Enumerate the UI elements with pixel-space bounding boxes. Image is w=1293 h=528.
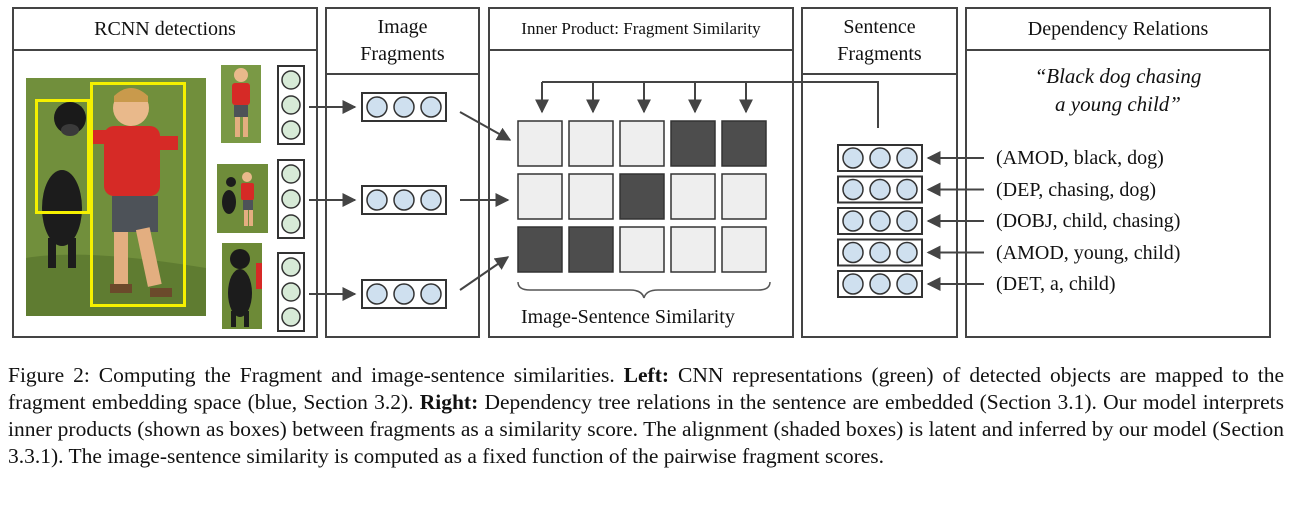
similarity-cell: [568, 226, 614, 273]
image-fragments-panel: Image Fragments: [325, 7, 480, 338]
similarity-cell: [721, 173, 767, 220]
inner-product-panel: Inner Product: Fragment Similarity: [488, 7, 794, 338]
caption-right-label: Right:: [419, 390, 479, 414]
similarity-cell: [517, 226, 563, 273]
crop-dog-thumbnail: [222, 243, 262, 329]
cnn-feature-column-2: [277, 159, 305, 239]
crop-full-thumbnail: [217, 164, 268, 233]
caption-left-label: Left:: [623, 363, 670, 387]
similarity-cell: [670, 120, 716, 167]
dependency-relation: (DET, a, child): [996, 273, 1116, 295]
similarity-cell: [619, 120, 665, 167]
dependency-relation: (DEP, chasing, dog): [996, 178, 1156, 201]
detection-photo: [26, 78, 206, 316]
crop-child-art: [232, 68, 250, 137]
crop-full-art: [222, 172, 254, 226]
sentence-fragment-vector: [837, 270, 923, 298]
sentence-fragment-vectors: [837, 144, 984, 298]
dependency-title: Dependency Relations: [967, 9, 1269, 51]
dependency-relation: (DOBJ, child, chasing): [996, 210, 1181, 232]
similarity-grid: [517, 120, 767, 273]
fragment-to-grid-arrow-3: [459, 256, 510, 291]
similarity-cell: [721, 120, 767, 167]
image-fragment-vector-3: [361, 279, 447, 309]
similarity-cell: [619, 226, 665, 273]
detection-box-dog: [35, 99, 90, 214]
crop-dog-art: [228, 249, 262, 327]
similarity-cell: [517, 120, 563, 167]
similarity-cell: [517, 173, 563, 220]
inner-product-title: Inner Product: Fragment Similarity: [490, 9, 792, 51]
cnn-feature-column-1: [277, 65, 305, 145]
similarity-cell: [619, 173, 665, 220]
image-sentence-similarity-label: Image-Sentence Similarity: [521, 306, 735, 328]
sentence-to-grid-connector: [542, 81, 879, 128]
crop-child-thumbnail: [221, 65, 261, 143]
photo-scene: [26, 78, 206, 316]
sentence-fragment-vector: [837, 207, 923, 235]
dependency-relation: (AMOD, black, dog): [996, 147, 1164, 169]
similarity-cell: [721, 226, 767, 273]
sentence-fragments-title: Sentence Fragments: [803, 9, 956, 75]
sentence-fragment-vector: [837, 175, 923, 204]
similarity-cell: [568, 173, 614, 220]
rcnn-panel-title: RCNN detections: [14, 9, 316, 51]
similarity-cell: [568, 120, 614, 167]
image-fragment-vector-1: [361, 92, 447, 122]
cnn-feature-column-3: [277, 252, 305, 332]
similarity-cell: [670, 173, 716, 220]
dependency-relation: (AMOD, young, child): [996, 241, 1181, 264]
similarity-brace: [517, 281, 771, 299]
detection-box-child: [90, 82, 186, 307]
image-fragment-vector-2: [361, 185, 447, 215]
caption-part-2: CNN representations (green) of detected …: [8, 363, 1284, 414]
dependency-panel: Dependency Relations: [965, 7, 1271, 338]
sentence-fragment-vector: [837, 144, 923, 172]
caption-part-1: Figure 2: Computing the Fragment and ima…: [8, 363, 624, 387]
sentence-quote: “Black dog chasing a young child”: [1034, 64, 1202, 116]
image-fragments-title: Image Fragments: [327, 9, 478, 75]
figure-caption: Figure 2: Computing the Fragment and ima…: [8, 362, 1284, 470]
caption-part-3: Dependency tree relations in the sentenc…: [8, 390, 1284, 468]
sentence-fragment-vector: [837, 238, 923, 267]
similarity-cell: [670, 226, 716, 273]
fragment-to-grid-arrow-1: [459, 111, 512, 141]
